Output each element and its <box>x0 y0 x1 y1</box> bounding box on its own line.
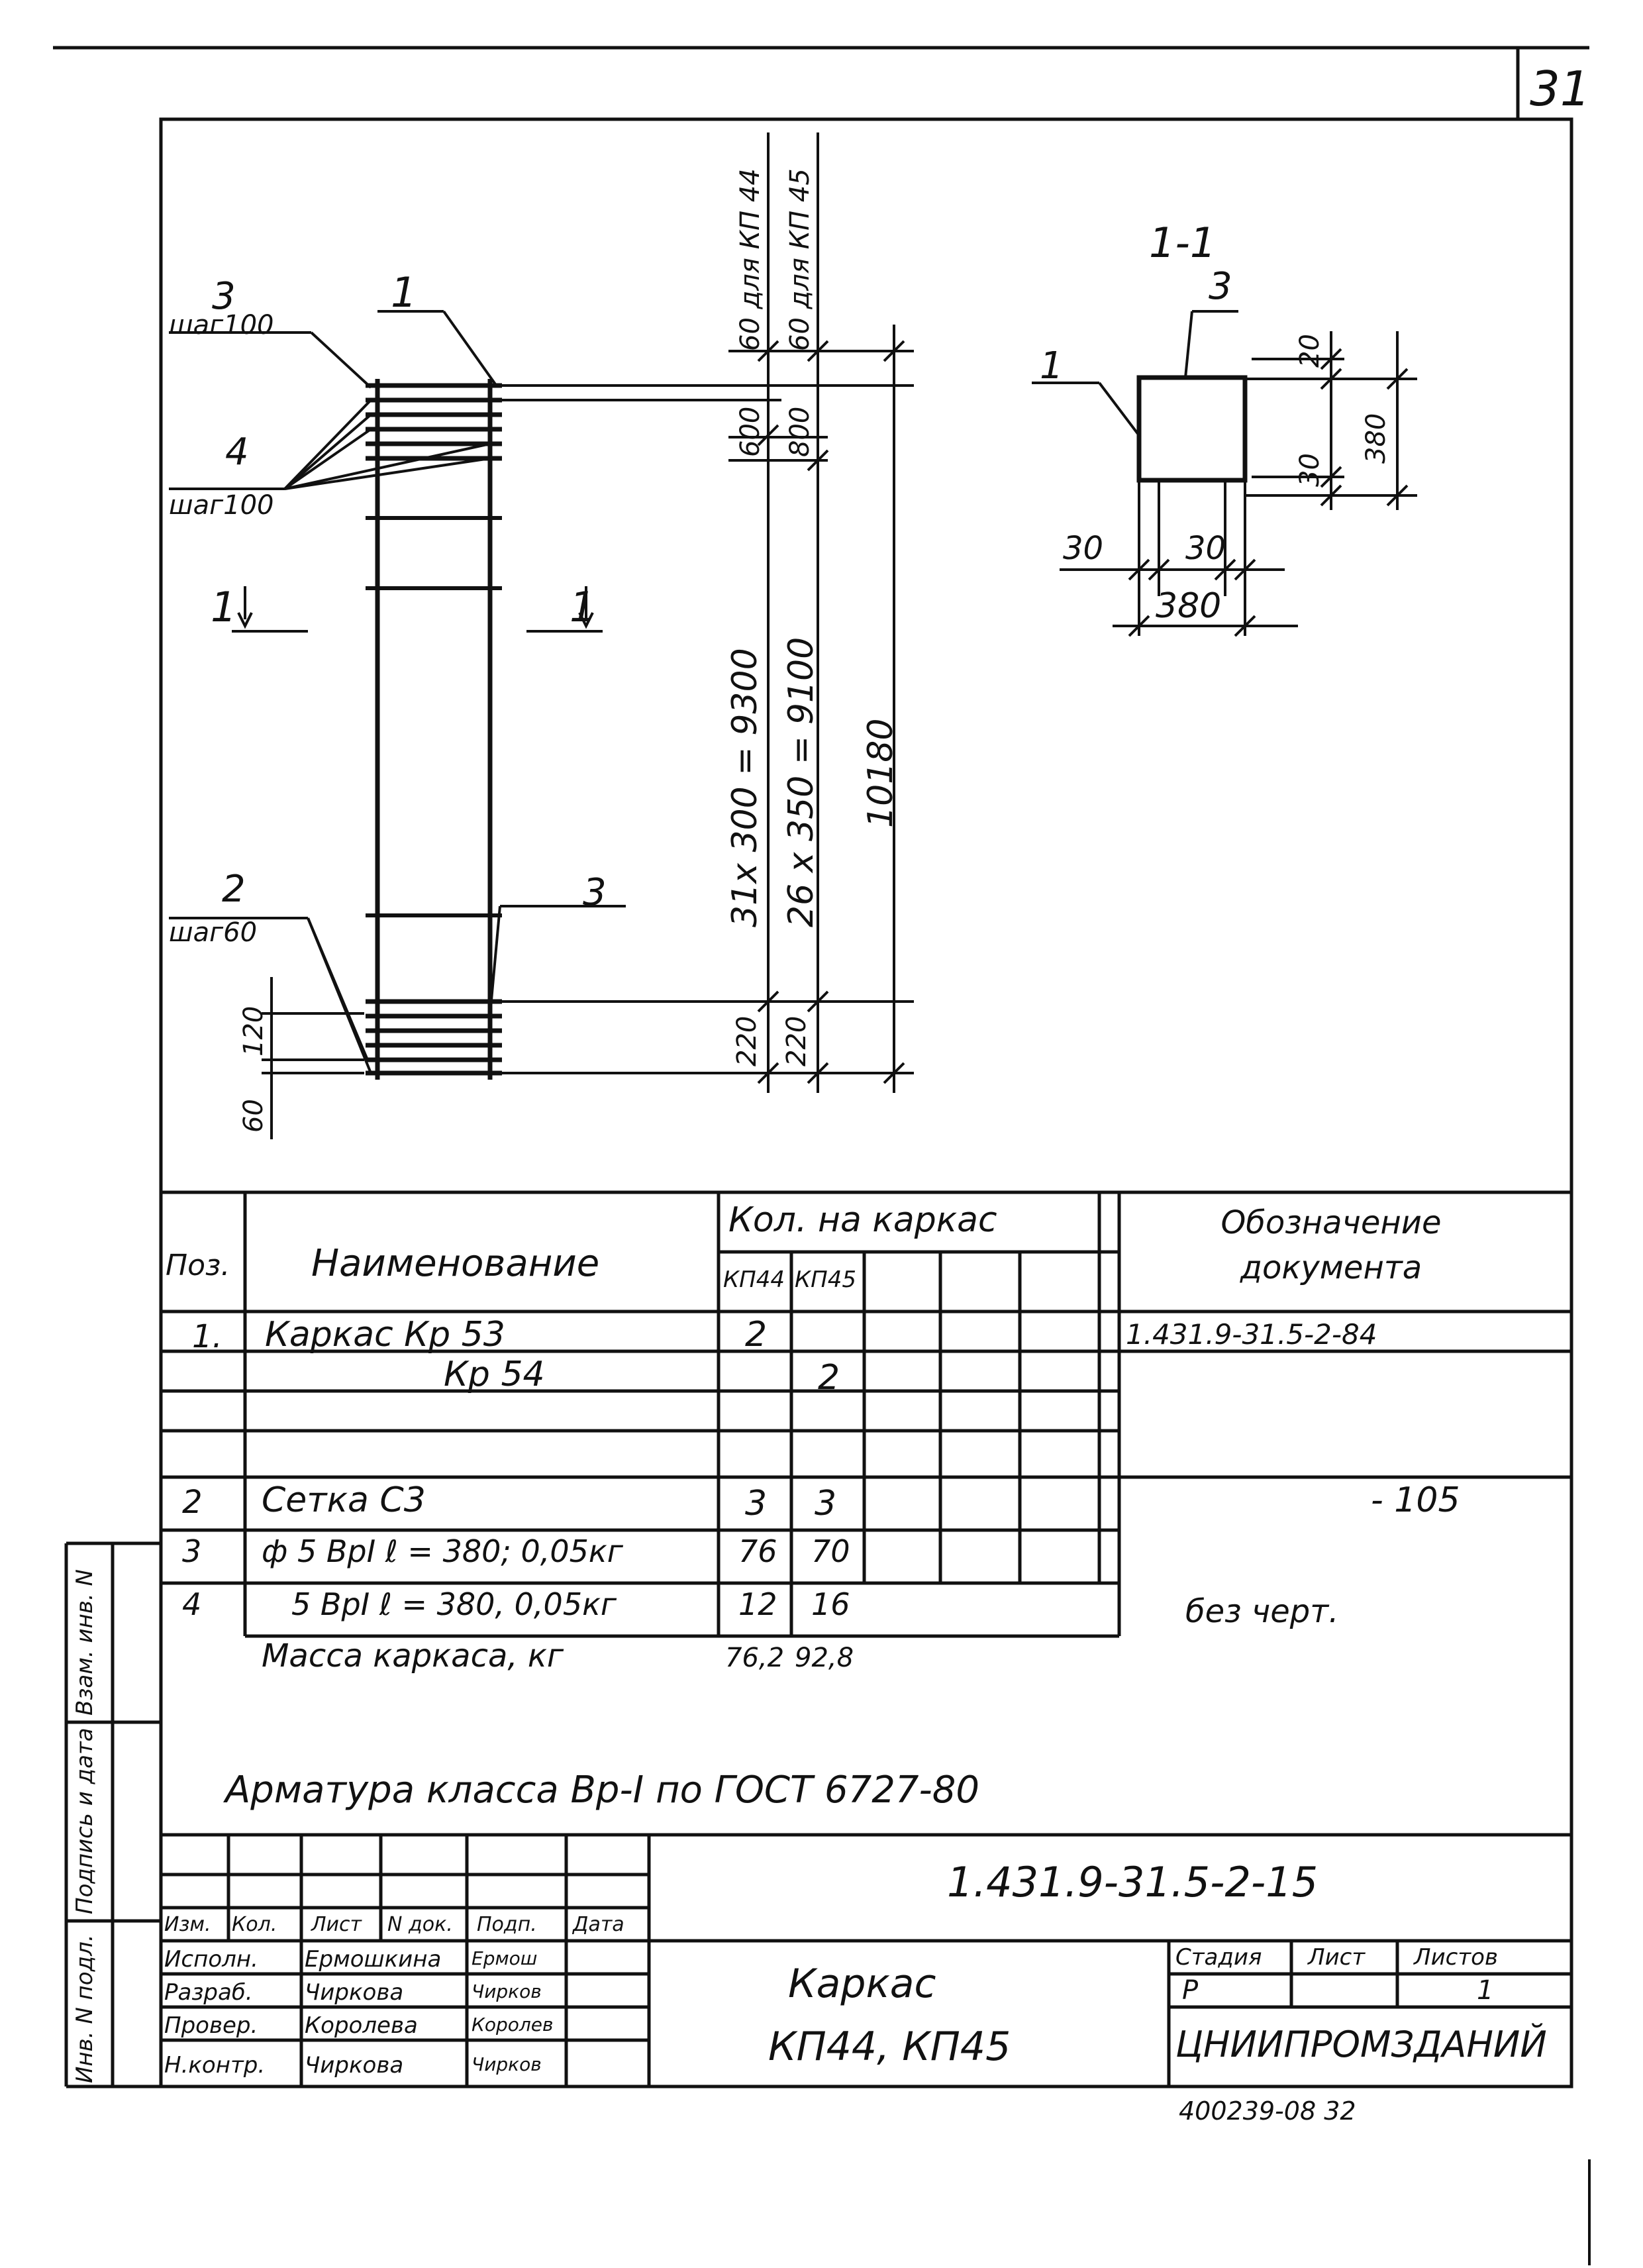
col-kol: Кол. <box>232 1913 277 1936</box>
pos4-step: шаг100 <box>169 490 274 521</box>
name-ispoln: Ермошкина <box>305 1946 442 1973</box>
pos4-label: 4 <box>225 431 249 474</box>
row4-name: Сетка С3 <box>262 1480 426 1520</box>
stage-value: Р <box>1182 1975 1199 2006</box>
strip-inv-podl: Инв. N подл. <box>72 1934 98 2083</box>
col-data: Дата <box>573 1913 624 1936</box>
row5-pos: 3 <box>182 1533 202 1569</box>
header-pos: Поз. <box>166 1249 230 1282</box>
row7-name: Масса каркаса, кг <box>262 1637 564 1675</box>
role-prover: Провер. <box>164 2012 258 2039</box>
pos2-step: шаг60 <box>169 917 258 948</box>
main-frame <box>159 117 1573 2088</box>
doc-code: 1.431.9-31.5-2-15 <box>947 1858 1319 1906</box>
role-ispoln: Исполн. <box>164 1946 258 1973</box>
name-nkontr: Чиркова <box>305 2052 404 2079</box>
sign-ispoln: Ермош <box>472 1947 538 1969</box>
row5-doc: без черт. <box>1185 1593 1339 1630</box>
header-name: Наименование <box>311 1242 600 1285</box>
section-mark-left: 1 <box>211 583 237 631</box>
row1-doc: 1.431.9-31.5-2-84 <box>1126 1318 1377 1351</box>
section-dim-30b: 30 <box>1185 530 1226 567</box>
row6-pos: 4 <box>182 1586 202 1622</box>
title-line1: Каркас <box>788 1961 936 2007</box>
row5-kp45: 70 <box>811 1533 850 1569</box>
col-izm: Изм. <box>164 1913 211 1936</box>
dim-600: 600 <box>735 406 766 457</box>
section-pos1: 1 <box>1040 344 1064 387</box>
row4-kp45: 3 <box>815 1484 837 1523</box>
row5-name: ф 5 ВрI ℓ = 380; 0,05кг <box>262 1533 623 1569</box>
sheets-label: Листов <box>1414 1944 1499 1971</box>
col-list: Лист <box>311 1913 362 1936</box>
header-kp44: КП44 <box>723 1266 785 1293</box>
pos1-label-top: 1 <box>391 268 417 317</box>
left-strip-grid <box>64 1541 161 2088</box>
section-dim-30v: 30 <box>1295 453 1325 487</box>
pos3-label-top: 3 <box>212 275 236 318</box>
sign-nkontr: Чирков <box>472 2053 542 2075</box>
sign-razrab: Чирков <box>472 1981 542 2002</box>
pos3-step-top: шаг100 <box>169 310 274 340</box>
dim-span-kp44: 31х 300 = 9300 <box>725 648 765 927</box>
row1-kp44: 2 <box>745 1315 768 1355</box>
row6-kp44: 12 <box>738 1586 777 1622</box>
row2-kp45: 2 <box>818 1358 840 1398</box>
name-prover: Королева <box>305 2012 418 2039</box>
role-nkontr: Н.контр. <box>164 2052 266 2079</box>
dim-60-kp44: 60 для КП 44 <box>735 168 766 351</box>
header-doc: Обозначение документа <box>1220 1204 1442 1286</box>
row6-kp45: 16 <box>811 1586 850 1622</box>
section-dim-380v: 380 <box>1361 413 1391 464</box>
cage-elevation <box>169 132 914 1139</box>
row7-kp45: 92,8 <box>795 1643 854 1673</box>
row4-doc: - 105 <box>1371 1480 1460 1520</box>
row2-name: Кр 54 <box>444 1355 545 1394</box>
row7-kp44: 76,2 <box>725 1643 785 1673</box>
dim-220-kp44: 220 <box>732 1015 762 1066</box>
row5-kp44: 76 <box>738 1533 777 1569</box>
section-mark-right: 1 <box>570 583 596 631</box>
dim-220-kp45: 220 <box>781 1015 812 1066</box>
strip-vzam-inv: Взам. инв. N <box>72 1569 98 1716</box>
section-dim-20: 20 <box>1295 334 1325 368</box>
row4-kp44: 3 <box>745 1484 768 1523</box>
role-razrab: Разраб. <box>164 1979 253 2006</box>
name-razrab: Чиркова <box>305 1979 404 2006</box>
dim-total: 10180 <box>861 718 901 828</box>
section-1-1 <box>1032 310 1417 637</box>
row1-pos: 1. <box>192 1318 223 1355</box>
header-qty: Кол. на каркас <box>728 1200 997 1240</box>
sheet-label: Лист <box>1308 1944 1366 1971</box>
spec-table-grid <box>161 1190 1571 1638</box>
row6-name: 5 ВрI ℓ = 380, 0,05кг <box>291 1586 617 1622</box>
section-dim-30a: 30 <box>1063 530 1104 567</box>
reinforcement-note: Арматура класса Вр-I по ГОСТ 6727-80 <box>225 1769 980 1812</box>
strip-podpis-data: Подпись и дата <box>72 1727 98 1914</box>
header-kp45: КП45 <box>795 1266 856 1293</box>
pos3-label-bottom: 3 <box>583 871 607 914</box>
dim-span-kp45: 26 х 350 = 9100 <box>781 637 821 927</box>
archive-code: 400239-08 32 <box>1179 2096 1356 2126</box>
stage-label: Стадия <box>1175 1944 1262 1971</box>
col-podp: Подп. <box>477 1913 537 1936</box>
section-title: 1-1 <box>1149 219 1217 267</box>
col-ndok: N док. <box>387 1913 453 1936</box>
pos2-label: 2 <box>222 868 246 911</box>
sign-prover: Королев <box>472 2014 554 2036</box>
sheets-value: 1 <box>1477 1975 1494 2006</box>
section-pos3: 3 <box>1209 265 1232 308</box>
org-name: ЦНИИПРОМЗДАНИЙ <box>1175 2024 1547 2065</box>
title-line2: КП44, КП45 <box>768 2024 1011 2070</box>
dim-800: 800 <box>785 406 815 457</box>
row4-pos: 2 <box>182 1484 203 1521</box>
dim-120: 120 <box>238 1005 269 1057</box>
section-dim-380h: 380 <box>1156 586 1222 626</box>
sheet-number: 31 <box>1530 61 1591 117</box>
row1-name: Каркас Кр 53 <box>265 1315 505 1355</box>
dim-60-bottom: 60 <box>238 1099 269 1133</box>
title-block-grid <box>161 1833 1571 2088</box>
dim-60-kp45: 60 для КП 45 <box>785 168 815 351</box>
